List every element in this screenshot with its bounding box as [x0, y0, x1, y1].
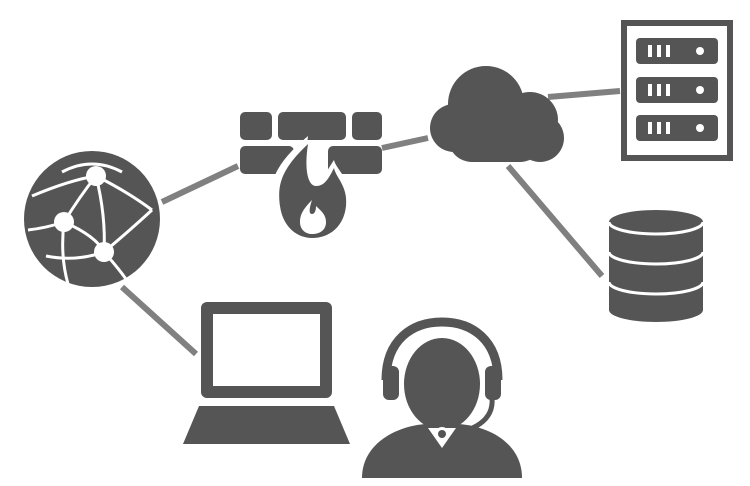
- link-firewall-cloud: [381, 135, 429, 151]
- link-internet-firewall: [160, 163, 240, 205]
- connectors: [119, 88, 621, 357]
- firewall-icon: [240, 112, 382, 244]
- globe-icon: [24, 151, 160, 287]
- link-cloud-server: [547, 88, 621, 100]
- server-rack-icon: [621, 20, 733, 161]
- link-cloud-database: [505, 164, 605, 278]
- cloud-icon: [430, 66, 564, 162]
- database-icon: [607, 210, 705, 322]
- link-internet-laptop: [119, 284, 199, 357]
- headset-user-icon: [362, 317, 522, 478]
- laptop-icon: [183, 302, 350, 444]
